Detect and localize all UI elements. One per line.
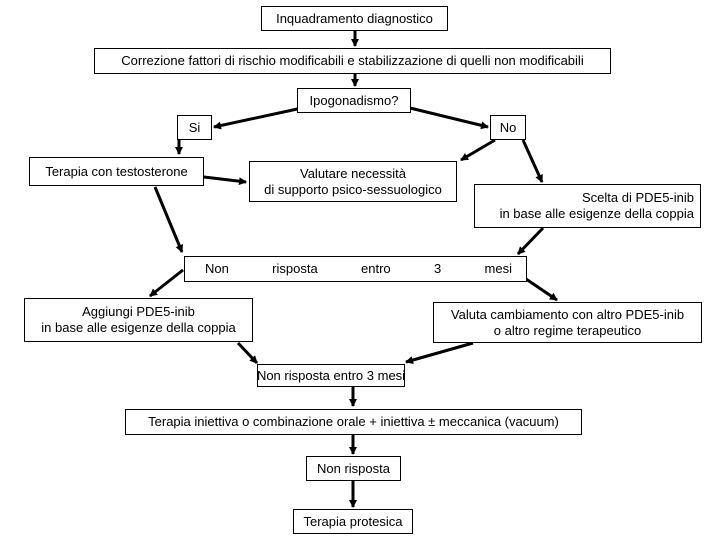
node-label: Terapia iniettiva o combinazione orale +…: [148, 414, 559, 429]
arrow-testosterone-to-nonrisposta1: [153, 186, 184, 253]
node-label: Terapia con testosterone: [45, 163, 188, 179]
node-word: risposta: [272, 261, 318, 276]
arrow-nonrisposta1-to-aggiungi: [149, 268, 184, 298]
node-label-line2: o altro regime terapeutico: [493, 322, 642, 338]
arrow-testosterone-to-supporto: [203, 175, 247, 186]
node-supporto-psico-sessuologico: Valutare necessità di supporto psico-ses…: [249, 161, 457, 202]
node-no: No: [490, 115, 526, 140]
node-word: Non: [205, 261, 229, 276]
node-non-risposta-entro-3-mesi-first: Non risposta entro 3 mesi: [184, 256, 527, 282]
node-label-line2: in base alle esigenze della coppia: [41, 320, 236, 335]
arrow-scelta-to-nonrisposta1: [516, 226, 545, 256]
node-label-line1: Scelta di PDE5-inib: [582, 190, 694, 205]
node-label: Ipogonadismo?: [309, 92, 399, 108]
node-label: No: [499, 119, 517, 135]
node-terapia-protesica: Terapia protesica: [293, 509, 413, 534]
node-aggiungi-pde5-inib: Aggiungi PDE5-inib in base alle esigenze…: [24, 298, 253, 342]
node-label: Non risposta: [317, 460, 390, 476]
node-scelta-pde5-inib: Scelta di PDE5-inib in base alle esigenz…: [474, 184, 701, 228]
node-label: Terapia protesica: [303, 513, 403, 529]
node-non-risposta-entro-3-mesi-second: Non risposta entro 3 mesi: [257, 364, 405, 387]
node-label: Correzione fattori di rischio modificabi…: [121, 53, 584, 68]
arrow-ipogonadismo-to-si: [213, 106, 303, 130]
arrow-valuta-to-nonrisposta2: [405, 341, 474, 364]
arrow-nonrisposta1-to-valuta: [525, 277, 558, 302]
node-label-line1: Valuta cambiamento con altro PDE5-inib: [450, 306, 685, 322]
node-label: Non risposta entro 3 mesi: [256, 367, 406, 383]
node-label-line1: Aggiungi PDE5-inib: [82, 304, 195, 319]
node-label-spread: Non risposta entro 3 mesi: [185, 261, 526, 277]
node-terapia-testosterone: Terapia con testosterone: [29, 157, 204, 186]
node-label: Si: [188, 119, 201, 135]
arrow-ipogonadismo-to-no: [409, 106, 489, 130]
node-valuta-cambiamento: Valuta cambiamento con altro PDE5-inib o…: [433, 302, 702, 343]
node-non-risposta: Non risposta: [306, 456, 401, 481]
arrow-no-to-supporto: [460, 138, 496, 162]
arrow-aggiungi-to-nonrisposta2: [236, 341, 259, 365]
node-word: mesi: [484, 261, 512, 276]
node-label-line1: Valutare necessità: [300, 165, 406, 181]
node-terapia-iniettiva: Terapia iniettiva o combinazione orale +…: [125, 409, 582, 435]
node-word: 3: [433, 261, 442, 276]
node-si: Si: [177, 115, 212, 140]
arrow-no-to-scelta: [521, 139, 544, 183]
node-label-line2: in base alle esigenze della coppia: [499, 206, 694, 221]
node-label: Inquadramento diagnostico: [276, 10, 433, 26]
node-word: entro: [361, 261, 391, 276]
node-inquadramento-diagnostico: Inquadramento diagnostico: [261, 6, 448, 31]
node-ipogonadismo-decision: Ipogonadismo?: [297, 88, 411, 113]
node-label-line2: di supporto psico-sessuologico: [264, 181, 442, 197]
node-correzione-fattori-rischio: Correzione fattori di rischio modificabi…: [94, 48, 611, 74]
